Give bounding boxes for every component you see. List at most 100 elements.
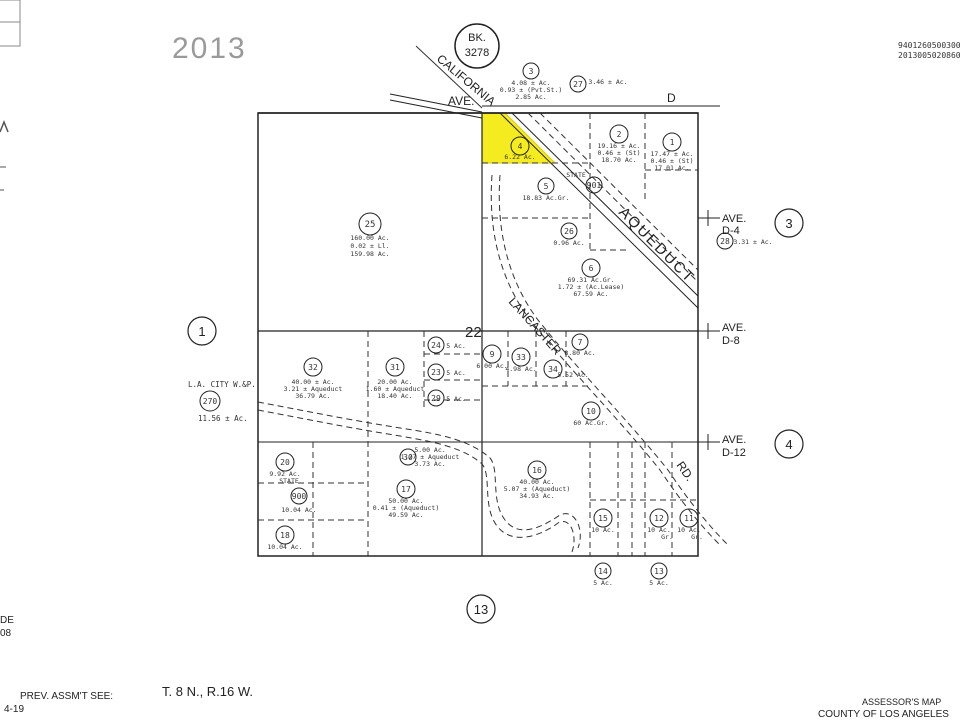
parcel-number: 3 [529, 67, 534, 76]
parcel-33[interactable]: 33 4.98 Ac. [505, 347, 537, 373]
parcel-number: 6 [589, 264, 594, 273]
parcel-area-text: 10.04 Ac. [267, 543, 302, 551]
ave-d8-label-b: D-8 [722, 335, 740, 347]
adjacent-page-bottom[interactable]: 13 [466, 594, 496, 624]
parcel-circle [275, 525, 295, 545]
parcel-area-text: STATE [279, 477, 299, 485]
adjacent-page-right-bottom[interactable]: 4 [774, 429, 804, 459]
parcel-area-text: 5 Ac. [593, 579, 613, 587]
svg-text:4: 4 [785, 437, 792, 452]
rd-label: RD. [674, 459, 697, 484]
parcel-number: 12 [654, 514, 664, 523]
parcel-26[interactable]: 260.96 Ac. [553, 222, 585, 247]
parcel-number: 901 [587, 181, 602, 190]
parcel-circle [679, 508, 699, 528]
parcel-area-text: 60 Ac.Gr. [573, 419, 608, 427]
ave-d4-label-a: AVE. [722, 213, 746, 225]
parcel-area-text: 159.98 Ac. [350, 250, 389, 258]
parcel-area-text: 1.60 ± Aqueduct [366, 385, 425, 393]
parcel-area-text: Gr. [691, 533, 703, 541]
parcel-6[interactable]: 669.31 Ac.Gr.1.72 ± (Ac.Lease)67.59 Ac. [558, 258, 625, 298]
parcel-circle [609, 124, 629, 144]
aqueduct-label: AQUEDUCT [615, 204, 698, 287]
parcel-circle [358, 212, 382, 236]
parcel-270[interactable]: 270 [199, 390, 221, 412]
parcel-circle [593, 508, 613, 528]
assessor-map-label: ASSESSOR'S MAP [862, 697, 941, 707]
parcel-number: 23 [431, 368, 441, 377]
parcel-circle [527, 460, 547, 480]
parcel-area-text: 69.31 Ac.Gr. [568, 276, 615, 284]
svg-text:3: 3 [785, 216, 792, 231]
adjacent-page-right-top[interactable]: 3 [774, 208, 804, 238]
doc-code-2: 20130050208609 [898, 51, 960, 60]
parcel-circle [511, 347, 531, 367]
parcel-circle [427, 389, 445, 407]
parcel-34[interactable]: 345.52 Ac. [543, 359, 589, 379]
adjacent-page-left[interactable]: 1 [187, 316, 217, 346]
book-number-badge: BK. 3278 [454, 23, 500, 69]
parcel-area-text: 4.98 Ac. [505, 365, 536, 373]
parcel-area-text: 0.41 ± (Aqueduct) [373, 504, 440, 512]
parcel-area-text: 160.00 Ac. [350, 234, 389, 242]
parcel-area-text: 17.47 ± Ac. [650, 150, 693, 158]
book-label: BK. [468, 32, 486, 44]
parcel-9[interactable]: 96.00 Ac. [476, 344, 508, 370]
svg-text:270: 270 [203, 397, 218, 406]
parcel-number: 33 [516, 353, 526, 362]
parcel-1[interactable]: 117.47 ± Ac.0.46 ± (St)17.01 Ac. [650, 132, 694, 172]
parcel-circle [385, 357, 405, 377]
parcel-area-text: 3.31 ± Ac. [733, 238, 772, 246]
ave-d-label: AVE. [448, 94, 474, 108]
parcel-20[interactable]: 209.92 Ac. [269, 452, 301, 478]
parcel-7[interactable]: 78.80 Ac. [564, 333, 596, 357]
ave-d12-label-b: D-12 [722, 447, 746, 459]
parcel-5[interactable]: 518.83 Ac.Gr. [523, 177, 570, 202]
parcel-number: 1 [670, 138, 675, 147]
parcel-area-text: 6.00 Ac. [476, 362, 507, 370]
parcel-4[interactable]: 46.22 Ac. [504, 136, 536, 161]
page-edge-box [0, 0, 21, 47]
parcel-area-text: Gr. [661, 533, 673, 541]
svg-text:13: 13 [474, 602, 488, 617]
parcel-circle [571, 333, 589, 351]
parcel-circle [537, 177, 555, 195]
parcel-area-text: 1.72 ± (Ac.Lease) [558, 283, 625, 291]
parcel-13[interactable]: 135 Ac. [649, 562, 669, 587]
parcel-circle [560, 222, 578, 240]
parcel-area-text: 9.92 Ac. [269, 470, 300, 478]
parcel-number: 2 [617, 130, 622, 139]
parcel-area-text: 5.07 ± (Aqueduct) [504, 485, 571, 493]
parcel-3[interactable]: 34.08 ± Ac.0.93 ± (Pvt.St.)2.85 Ac. [500, 62, 563, 101]
parcel-area-text: 2.85 Ac. [515, 93, 546, 101]
parcel-14[interactable]: 145 Ac. [593, 562, 613, 587]
parcel-area-text: 0.93 ± (Pvt.St.) [500, 86, 563, 94]
parcel-circle [303, 357, 323, 377]
parcel-circle [650, 562, 668, 580]
parcel-circle [662, 132, 682, 152]
parcel-2[interactable]: 219.16 ± Ac.0.46 ± (St)18.70 Ac. [597, 124, 641, 164]
ave-d12-label-a: AVE. [722, 434, 746, 446]
prev-assmt-label: PREV. ASSM'T SEE: [20, 691, 113, 702]
parcel-circle [290, 487, 308, 505]
doc-code-1: 9401260500300 [898, 41, 960, 50]
lancaster-rd-label: LANCASTER [506, 295, 565, 358]
